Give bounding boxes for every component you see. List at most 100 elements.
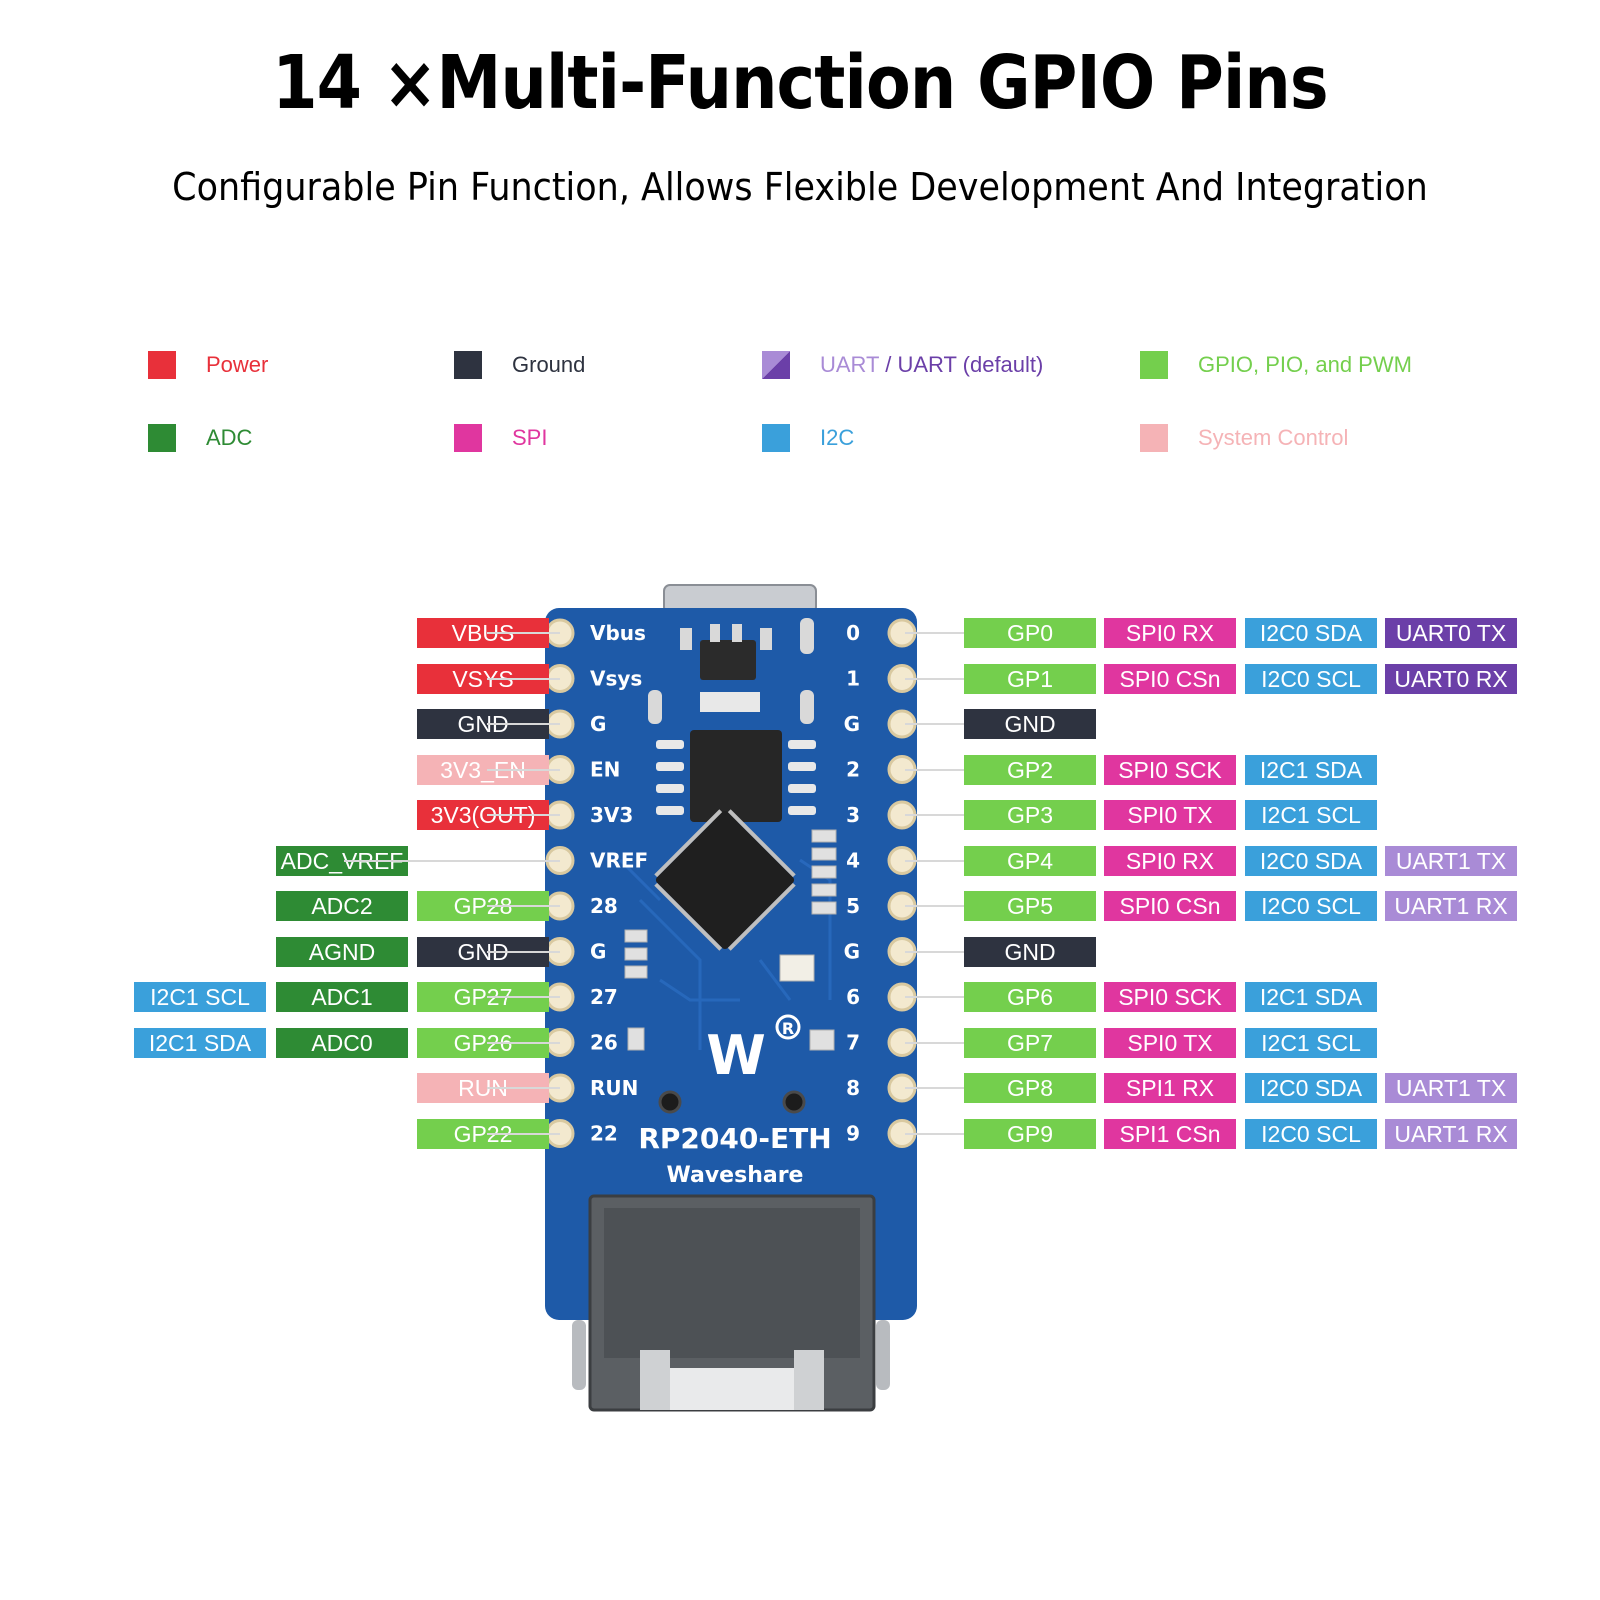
right-pin-tag-uart: UART0 RX — [1385, 663, 1517, 694]
left-pin-tag-power: 3V3(OUT) — [417, 800, 549, 830]
pin-leader-line — [487, 905, 560, 907]
legend-label: System Control — [1198, 425, 1349, 450]
legend-item-i2c: I2C — [762, 423, 854, 453]
right-pin-silk-label: 6 — [846, 985, 860, 1009]
right-pin-tag-gpio: GP7 — [964, 1027, 1096, 1058]
right-pin-tag-spi: SPI1 CSn — [1104, 1118, 1236, 1149]
pin-leader-line — [905, 905, 964, 907]
right-pin-tag-i2c: I2C0 SDA — [1245, 845, 1377, 876]
pin-leader-line — [905, 950, 964, 953]
right-pin-tag-spi: SPI0 CSn — [1104, 663, 1236, 694]
pin-leader-line — [487, 1132, 560, 1135]
right-pin-tag-gpio: GP6 — [964, 982, 1096, 1012]
left-pin-silk-label: 3V3 — [590, 803, 633, 827]
right-pin-tag-gpio: GP4 — [964, 845, 1096, 876]
board-name-silkscreen: RP2040-ETH — [638, 1122, 831, 1155]
flash-memory-chip — [690, 730, 782, 822]
left-pin-silk-label: 27 — [590, 985, 618, 1009]
legend-item-uart: UART / UART (default) — [762, 350, 1043, 380]
left-pin-tag-adc: ADC2 — [276, 891, 408, 921]
right-pin-silk-label: 7 — [846, 1031, 860, 1055]
right-pin-tag-i2c: I2C0 SCL — [1245, 663, 1377, 694]
right-pin-tag-gpio: GP1 — [964, 663, 1096, 694]
legend-item-ground: Ground — [454, 350, 585, 380]
right-pin-tag-ground: GND — [964, 936, 1096, 967]
right-pin-tag-gpio: GP0 — [964, 618, 1096, 648]
right-pin-tag-i2c: I2C0 SDA — [1245, 618, 1377, 648]
left-pin-tag-adc: ADC0 — [276, 1027, 408, 1058]
legend-item-gpio: GPIO, PIO, and PWM — [1140, 350, 1412, 380]
right-pin-tag-i2c: I2C0 SDA — [1245, 1073, 1377, 1103]
right-pin-tag-spi: SPI0 SCK — [1104, 754, 1236, 785]
right-pin-silk-label: 4 — [846, 849, 860, 873]
svg-text:R: R — [782, 1019, 794, 1038]
rp2040-chip — [654, 809, 796, 951]
right-pin-tag-uart: UART0 TX — [1385, 618, 1517, 648]
right-pin-tag-uart_light: UART1 TX — [1385, 1073, 1517, 1103]
left-pin-tag-system: 3V3_EN — [417, 754, 549, 785]
right-pin-silk-label: G — [844, 712, 860, 736]
left-pin-silk-label: 26 — [590, 1031, 618, 1055]
left-pin-silk-label: G — [590, 940, 606, 964]
pin-leader-line — [905, 632, 964, 634]
right-pin-tag-ground: GND — [964, 709, 1096, 739]
legend-item-power: Power — [148, 350, 268, 380]
page-title: 14 ×Multi-Function GPIO Pins — [272, 40, 1328, 126]
pin-leader-line — [487, 996, 560, 998]
pin-leader-line — [905, 814, 964, 816]
right-pin-silk-label: 9 — [846, 1122, 860, 1146]
left-pin-silk-label: VREF — [590, 849, 648, 873]
pin-leader-line — [905, 677, 964, 680]
pin-leader-line — [905, 1087, 964, 1089]
right-pin-tag-spi: SPI0 TX — [1104, 1027, 1236, 1058]
ethernet-jack — [572, 1194, 890, 1412]
right-pin-silk-label: 3 — [846, 803, 860, 827]
right-pin-tag-gpio: GP3 — [964, 800, 1096, 830]
right-pin-tag-spi: SPI0 RX — [1104, 618, 1236, 648]
right-pin-silk-label: 2 — [846, 758, 860, 782]
left-pin-tag-ground: GND — [417, 709, 549, 739]
pin-leader-line — [487, 723, 560, 725]
right-pin-tag-uart_light: UART1 RX — [1385, 1118, 1517, 1149]
legend-label: Power — [206, 352, 269, 377]
right-pin-tag-spi: SPI0 SCK — [1104, 982, 1236, 1012]
right-pin-tag-spi: SPI1 RX — [1104, 1073, 1236, 1103]
pin-leader-line — [487, 1041, 560, 1044]
right-pin-tag-uart_light: UART1 TX — [1385, 845, 1517, 876]
legend-label-uart-default: UART (default) — [897, 352, 1044, 377]
pin-leader-line — [905, 1132, 964, 1135]
legend-label: SPI — [512, 425, 548, 450]
system-control-swatch — [1140, 424, 1168, 452]
pin-leader-line — [487, 1087, 560, 1089]
pin-leader-line — [487, 677, 560, 680]
pin-leader-line — [487, 814, 560, 816]
ground-swatch — [454, 351, 482, 379]
left-pin-tag-i2c: I2C1 SDA — [134, 1027, 266, 1058]
left-pin-tag-adc: AGND — [276, 936, 408, 967]
legend-label: Ground — [512, 352, 586, 377]
left-pin-silk-label: EN — [590, 758, 620, 782]
legend-item-spi: SPI — [454, 423, 547, 453]
right-pin-tag-i2c: I2C1 SDA — [1245, 982, 1377, 1012]
right-pin-tag-i2c: I2C1 SCL — [1245, 1027, 1377, 1058]
right-pin-tag-gpio: GP2 — [964, 754, 1096, 785]
uart-swatch — [762, 351, 790, 379]
right-pin-silk-label: 5 — [846, 894, 860, 918]
power-swatch — [148, 351, 176, 379]
page-subtitle: Configurable Pin Function, Allows Flexib… — [172, 165, 1428, 209]
right-pin-tag-i2c: I2C1 SDA — [1245, 754, 1377, 785]
left-pin-silk-label: 22 — [590, 1122, 618, 1146]
right-pin-tag-uart_light: UART1 RX — [1385, 891, 1517, 921]
legend-item-system-control: System Control — [1140, 423, 1348, 453]
brand-silkscreen: Waveshare — [667, 1163, 804, 1188]
legend-label: GPIO, PIO, and PWM — [1198, 352, 1412, 377]
pin-leader-line — [905, 1041, 964, 1044]
left-pin-tag-adc: ADC1 — [276, 982, 408, 1012]
legend-label-sep: / — [879, 352, 898, 377]
pin-leader-line — [905, 723, 964, 725]
right-pin-tag-spi: SPI0 RX — [1104, 845, 1236, 876]
left-pin-silk-label: Vsys — [590, 667, 642, 691]
right-pin-silk-label: 8 — [846, 1076, 860, 1100]
legend-label-uart: UART — [820, 352, 880, 377]
